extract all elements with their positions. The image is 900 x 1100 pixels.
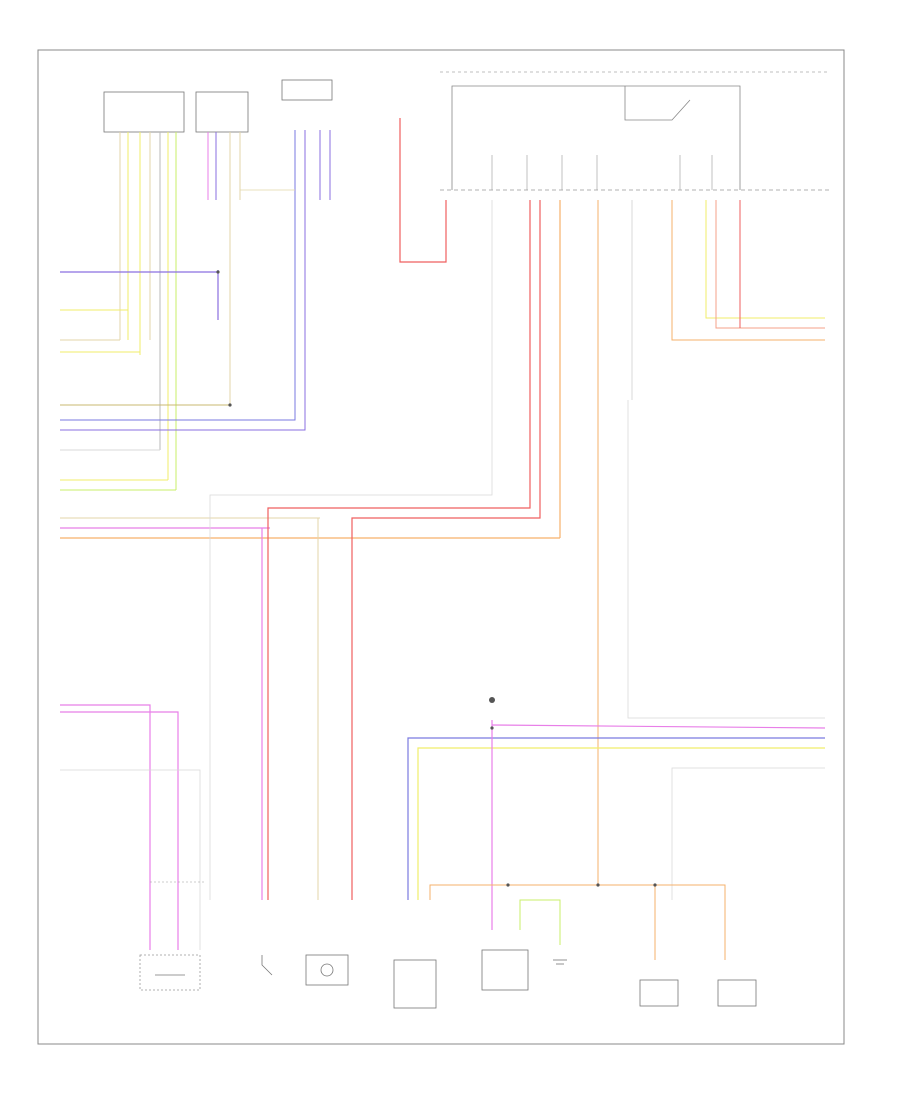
diagram-frame — [37, 49, 845, 1045]
switch-icon — [261, 955, 273, 976]
connector-1-wires — [119, 132, 177, 490]
module-box-icon — [481, 949, 529, 991]
power-feed — [451, 85, 741, 190]
right-feeds-bottom — [407, 720, 826, 930]
relay-feed — [624, 86, 691, 121]
connector-block-2 — [195, 91, 249, 133]
bottom-junction — [429, 884, 726, 960]
module-box-icon — [393, 959, 437, 1009]
main-harness — [60, 200, 561, 900]
splice-points — [216, 270, 657, 887]
red-power-wire — [399, 118, 447, 263]
left-feeds — [60, 271, 230, 491]
connector-3-wires — [60, 130, 331, 431]
ground-icon — [553, 959, 567, 965]
right-feeds-top — [671, 200, 825, 341]
connector-block-1 — [103, 91, 185, 133]
fuel-sender-wires — [60, 704, 205, 950]
ground-feed — [519, 899, 561, 945]
motor-icon — [717, 979, 757, 1007]
fuel-sender-icon — [139, 954, 201, 991]
lamp-icon — [305, 954, 349, 986]
connector-2-wires — [207, 132, 241, 405]
motor-icon — [639, 979, 679, 1007]
fuse-drops — [491, 155, 825, 885]
connector-block-3 — [281, 79, 333, 101]
